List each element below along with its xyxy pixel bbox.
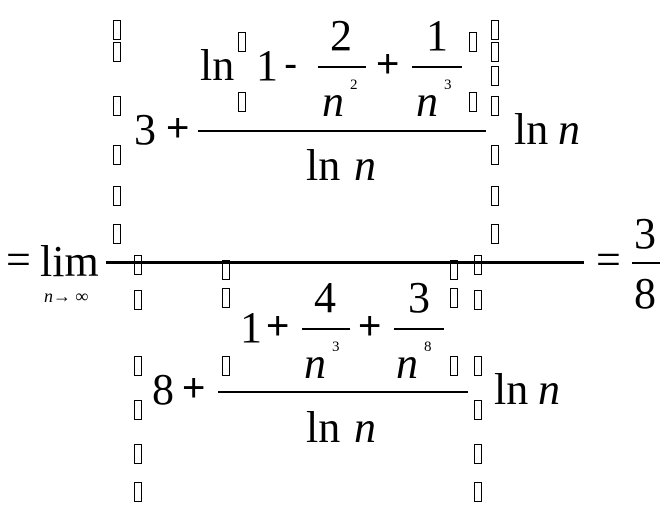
numerator-right-bracket-piece-0 (491, 20, 499, 40)
denominator-right-bracket-piece-1 (474, 255, 482, 275)
numerator-trailing-n: n (558, 105, 580, 154)
numerator-left-bracket-piece-5 (113, 186, 121, 206)
denominator-inner-left-bracket-top (222, 260, 230, 280)
numerator-ln-function: ln (200, 41, 235, 90)
frac-a-numerator: 2 (330, 11, 352, 60)
numerator-right-bracket-piece-5 (491, 186, 499, 206)
denominator-left-bracket-piece-6 (134, 482, 142, 502)
frac-a-bar (318, 66, 366, 68)
denominator-right-bracket-piece-2 (474, 290, 482, 310)
inner-right-bracket-bottom (469, 92, 477, 112)
numerator-left-bracket-piece-3 (113, 96, 121, 116)
den-frac-b-bar (394, 328, 444, 330)
denominator-inner-right-bracket-bottom (450, 356, 458, 376)
numerator-left-bracket-piece-1 (113, 20, 121, 40)
inner-left-bracket-bottom (238, 92, 246, 112)
denominator-trailing-n: n (538, 365, 560, 414)
denominator-right-bracket-piece-5 (474, 444, 482, 464)
denominator-eight: 8 (152, 365, 174, 414)
den-frac-b-den-base: n (396, 339, 418, 388)
equals-sign-left: = (6, 235, 31, 284)
numerator-inner-den-ln: ln (306, 141, 341, 190)
den-frac-a-den-base: n (304, 339, 326, 388)
numerator-plus-outer: + (166, 106, 190, 150)
denominator-one: 1 (240, 303, 262, 352)
denominator-inner-left-bracket-bottom (222, 356, 230, 376)
frac-a-den-base: n (322, 77, 344, 126)
numerator-inner-fraction-bar (198, 130, 486, 132)
main-fraction-bar (106, 261, 584, 264)
numerator-right-bracket-piece-2 (491, 66, 499, 86)
numerator-right-bracket-piece-3 (491, 96, 499, 116)
numerator-right-bracket-piece-6 (491, 224, 499, 244)
frac-b-den-base: n (416, 77, 438, 126)
frac-b-den-exponent: 3 (444, 77, 452, 93)
numerator-left-bracket-piece-2 (113, 42, 121, 62)
denominator-left-bracket-piece-5 (134, 444, 142, 464)
numerator-inner-den-n: n (354, 141, 376, 190)
den-frac-a-numerator: 4 (314, 273, 336, 322)
numerator-left-bracket-piece-6 (113, 224, 121, 244)
inner-right-bracket-top (469, 32, 477, 52)
den-frac-a-den-exponent: 3 (332, 339, 340, 355)
denominator-inner-right-bracket-middle (450, 288, 458, 308)
result-numerator: 3 (634, 209, 656, 258)
numerator-minus: - (284, 42, 298, 86)
result-denominator: 8 (634, 269, 656, 318)
numerator-one: 1 (256, 41, 278, 90)
frac-a-den-exponent: 2 (350, 77, 358, 93)
numerator-plus-inner: + (376, 42, 400, 86)
denominator-trailing-ln: ln (494, 365, 529, 414)
den-frac-b-numerator: 3 (408, 273, 430, 322)
denominator-plus-outer: + (182, 366, 206, 410)
denominator-right-bracket-piece-4 (474, 400, 482, 420)
denominator-right-bracket-piece-3 (474, 356, 482, 376)
lim-operator: lim (40, 237, 99, 286)
denominator-plus-a: + (266, 304, 290, 348)
frac-b-numerator: 1 (426, 11, 448, 60)
den-frac-a-bar (302, 328, 350, 330)
numerator-right-bracket-piece-1 (491, 42, 499, 62)
denominator-inner-den-n: n (354, 403, 376, 452)
denominator-left-bracket-piece-1 (134, 255, 142, 275)
frac-b-bar (412, 66, 462, 68)
denominator-inner-left-bracket-middle (222, 288, 230, 308)
result-fraction-bar (632, 262, 660, 264)
inner-left-bracket-top (238, 32, 246, 52)
denominator-plus-b: + (358, 304, 382, 348)
denominator-left-bracket-piece-3 (134, 356, 142, 376)
den-frac-b-den-exponent: 8 (424, 339, 432, 355)
denominator-left-bracket-piece-2 (134, 290, 142, 310)
denominator-right-bracket-piece-6 (474, 482, 482, 502)
denominator-inner-den-ln: ln (306, 403, 341, 452)
equals-sign-right: = (596, 235, 621, 284)
numerator-right-bracket-piece-4 (491, 145, 499, 165)
numerator-left-bracket-piece-4 (113, 145, 121, 165)
numerator-trailing-ln: ln (514, 105, 549, 154)
lim-subscript: n→ ∞ (44, 286, 89, 306)
denominator-inner-fraction-bar (218, 391, 468, 393)
denominator-inner-right-bracket-top (450, 260, 458, 280)
numerator-three: 3 (134, 105, 156, 154)
denominator-left-bracket-piece-4 (134, 400, 142, 420)
